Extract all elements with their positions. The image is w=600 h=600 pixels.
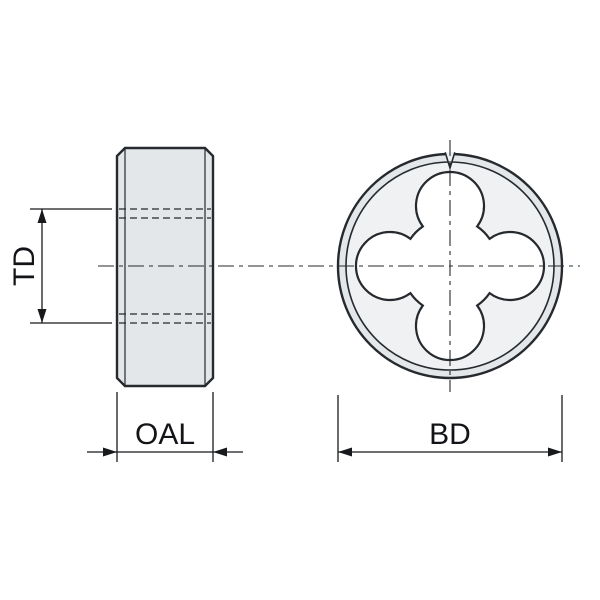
bd-arrow-right — [548, 447, 562, 457]
dimension-overall-length: OAL — [87, 392, 243, 462]
dimension-thread-diameter: TD — [8, 208, 112, 324]
bd-label: BD — [429, 418, 471, 451]
die-body-side-outline — [115, 146, 215, 388]
oal-label: OAL — [135, 418, 195, 451]
bd-arrow-left — [338, 447, 352, 457]
oal-arrow-left — [103, 447, 117, 457]
oal-arrow-right — [213, 447, 227, 457]
dimension-blank-diameter: BD — [337, 395, 563, 462]
centerlines — [98, 140, 580, 392]
rim-notch — [444, 152, 456, 171]
td-arrow-down — [37, 309, 47, 323]
side-view — [115, 146, 215, 388]
td-label: TD — [8, 246, 41, 286]
td-arrow-up — [37, 209, 47, 223]
